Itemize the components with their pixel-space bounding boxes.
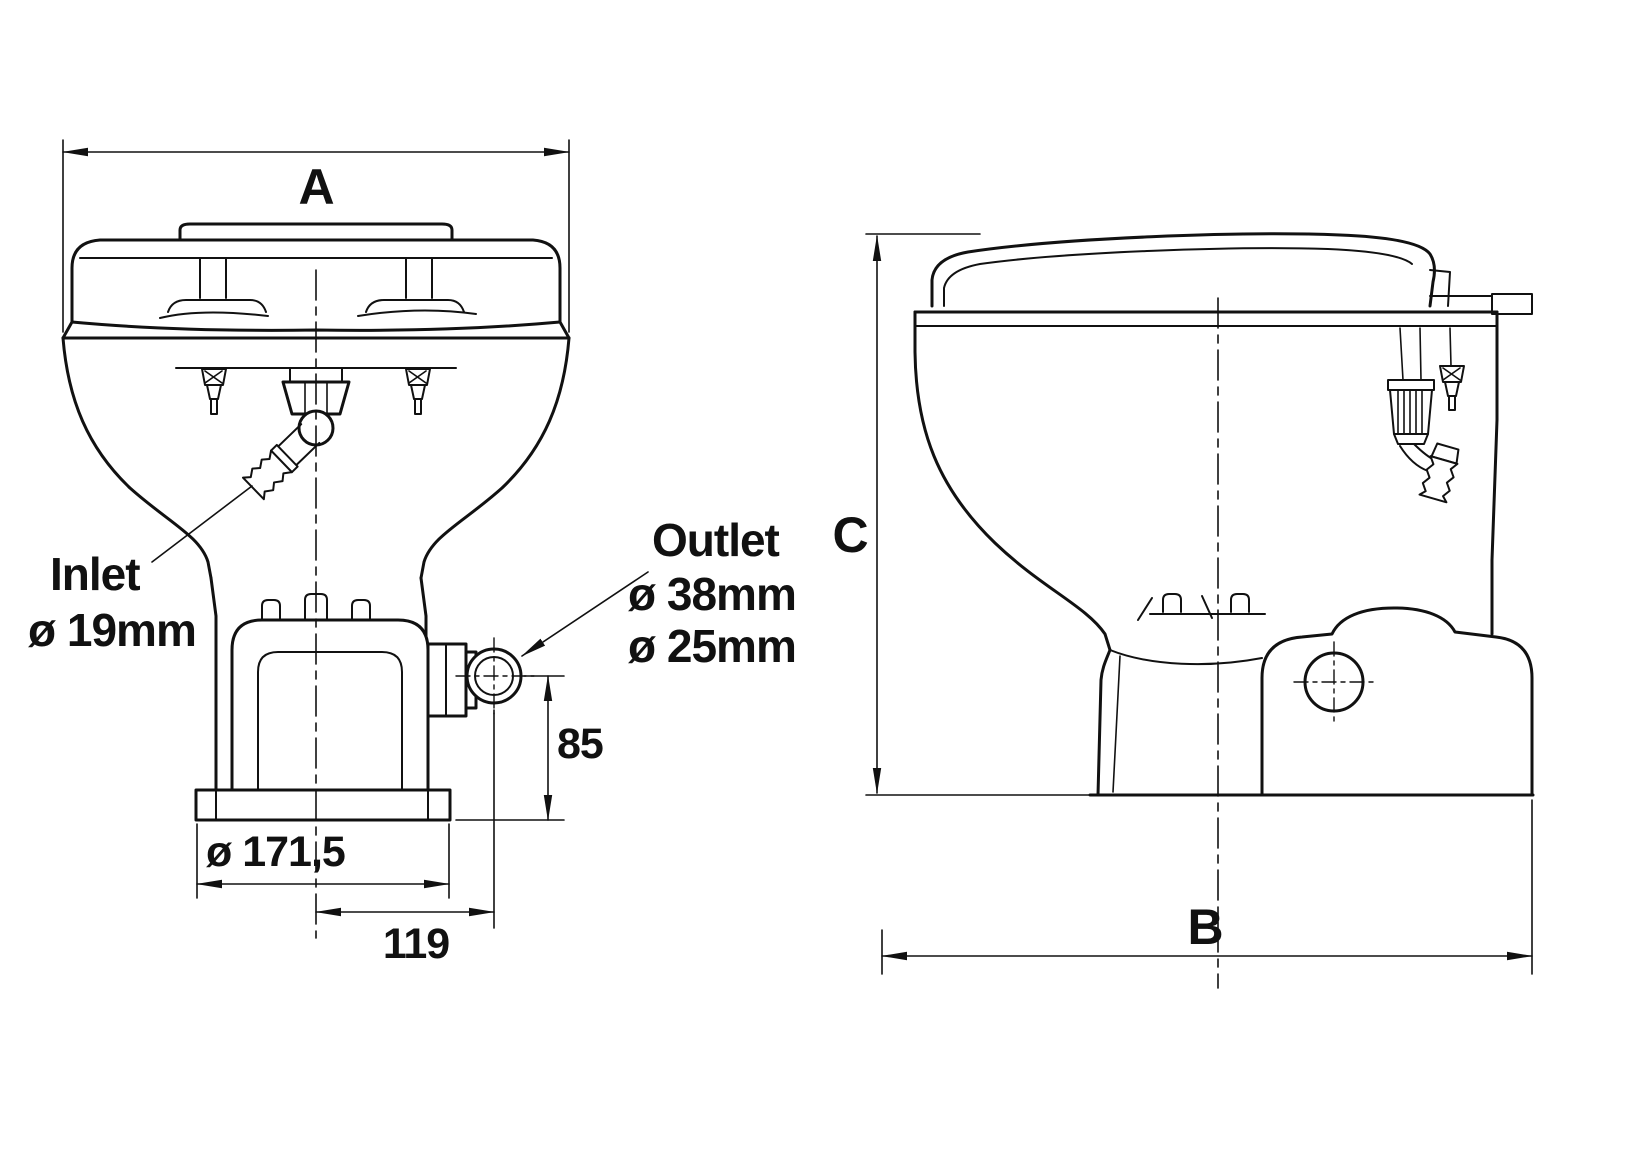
front-outlet-port	[426, 637, 535, 718]
outlet-size-small: ø 25mm	[628, 620, 796, 672]
outlet-title: Outlet	[652, 514, 780, 566]
side-bowl-body	[913, 310, 1499, 797]
dim-85-label: 85	[557, 720, 603, 768]
side-motor-pump	[1260, 606, 1534, 797]
dim-119-label: 119	[383, 920, 449, 968]
dimensions: A 85 ø 171,5 119 C B	[62, 139, 1533, 975]
front-view	[61, 222, 571, 822]
side-small-valve	[1439, 327, 1465, 411]
callouts: Inlet ø 19mm Outlet ø 38mm ø 25mm	[28, 485, 797, 672]
centerlines	[315, 269, 1219, 989]
side-inlet-fitting	[1387, 327, 1465, 504]
dim-a-label: A	[298, 159, 333, 215]
outlet-callout: Outlet ø 38mm ø 25mm	[521, 514, 797, 672]
outlet-size-large: ø 38mm	[628, 568, 796, 620]
dim-171-label: ø 171,5	[206, 828, 345, 876]
dim-height-C: C	[832, 233, 1093, 796]
right-valve-fitting	[405, 368, 431, 415]
front-base-flange	[194, 788, 452, 822]
left-valve-fitting	[201, 368, 227, 415]
dim-outlet-height-85: 85	[455, 675, 604, 821]
inlet-size: ø 19mm	[28, 604, 196, 656]
dim-depth-B: B	[881, 799, 1533, 975]
dim-base-diameter-171: ø 171,5	[196, 823, 450, 899]
side-seat-lid	[930, 232, 1533, 315]
side-view	[913, 232, 1535, 797]
inlet-callout: Inlet ø 19mm	[28, 485, 253, 656]
dim-c-label: C	[832, 507, 867, 563]
dim-b-label: B	[1187, 899, 1222, 955]
dim-width-A: A	[62, 139, 570, 333]
front-pump-base	[230, 593, 430, 792]
inlet-title: Inlet	[50, 548, 140, 600]
dim-outlet-offset-119: 119	[315, 709, 495, 968]
